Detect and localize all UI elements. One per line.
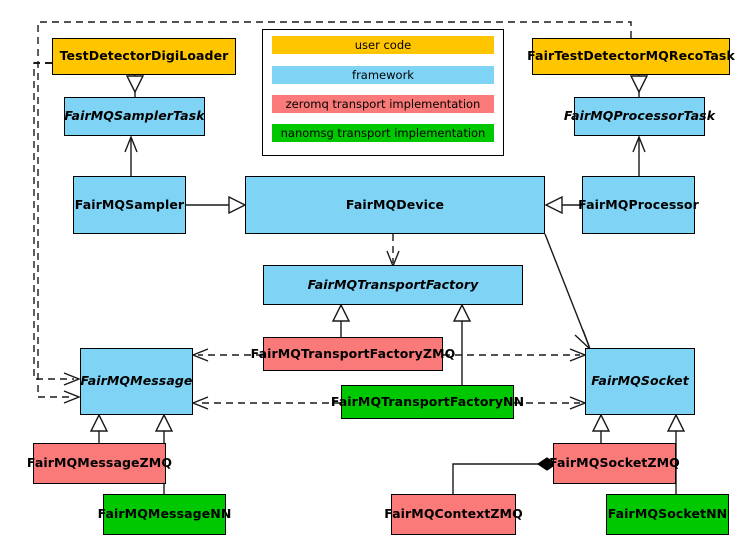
arrowhead-tfnn-message <box>191 396 209 410</box>
legend-item-framework: framework <box>272 66 494 84</box>
node-label: FairMQMessageZMQ <box>26 455 173 471</box>
arrowhead-recotask-processortask <box>629 75 649 94</box>
node-label: FairMQSocketZMQ <box>549 455 680 471</box>
node-fairmqtransportfactory[interactable]: FairMQTransportFactory <box>263 265 523 305</box>
arrowhead-processor-device <box>544 195 563 215</box>
node-fairmqmessagenn[interactable]: FairMQMessageNN <box>98 494 231 535</box>
edge-recotask-to-message <box>37 21 632 398</box>
arrowhead-messagezmq-message <box>89 413 109 432</box>
node-fairmqprocessor[interactable]: FairMQProcessor <box>578 176 699 234</box>
node-fairmqsampler[interactable]: FairMQSampler <box>73 176 186 234</box>
arrowhead-digiloader-to-message <box>63 372 81 386</box>
node-fairmqsocketnn[interactable]: FairMQSocketNN <box>606 494 729 535</box>
node-fairtestdetectormqrecotask[interactable]: FairTestDetectorMQRecoTask <box>527 38 735 75</box>
edge-contextzmq-socketzmq <box>452 463 538 494</box>
node-fairmqcontextzmq[interactable]: FairMQContextZMQ <box>384 494 523 535</box>
arrowhead-recotask-to-message <box>63 390 81 404</box>
node-label: FairMQSamplerTask <box>64 108 205 124</box>
node-testdetectordigiloader[interactable]: TestDetectorDigiLoader <box>52 38 236 75</box>
legend-item-user-code: user code <box>272 36 494 54</box>
node-label: FairMQTransportFactoryZMQ <box>250 345 456 361</box>
node-fairmqsamplertask[interactable]: FairMQSamplerTask <box>64 97 205 136</box>
legend-item-label: nanomsg transport implementation <box>280 126 486 140</box>
arrowhead-digiloader-samplertask <box>125 75 145 94</box>
arrowhead-socketzmq-socket <box>591 413 611 432</box>
edge-device-socket <box>544 233 590 347</box>
node-label: FairMQTransportFactoryNN <box>330 393 525 409</box>
legend-item-label: zeromq transport implementation <box>285 97 481 111</box>
node-fairmqmessage[interactable]: FairMQMessage <box>80 348 193 415</box>
node-label: FairMQTransportFactory <box>307 276 479 292</box>
legend-item-label: framework <box>352 68 414 82</box>
node-label: FairMQMessageNN <box>97 506 232 522</box>
node-label: FairMQDevice <box>345 196 445 212</box>
node-label: FairTestDetectorMQRecoTask <box>527 48 735 64</box>
node-fairmqtransportfactoryzmq[interactable]: FairMQTransportFactoryZMQ <box>251 337 455 371</box>
node-label: FairMQSocket <box>591 373 689 389</box>
node-fairmqdevice[interactable]: FairMQDevice <box>245 176 545 234</box>
node-fairmqsocket[interactable]: FairMQSocket <box>585 348 695 415</box>
arrowhead-tfzmq-tf <box>331 303 351 322</box>
node-fairmqmessagezmq[interactable]: FairMQMessageZMQ <box>27 443 172 484</box>
node-label: FairMQProcessor <box>578 196 699 212</box>
node-label: TestDetectorDigiLoader <box>59 48 229 64</box>
node-fairmqtransportfactorynn[interactable]: FairMQTransportFactoryNN <box>331 385 524 419</box>
arrowhead-messagenn-message <box>154 413 174 432</box>
node-label: FairMQMessage <box>80 373 193 389</box>
legend-item-nanomsg: nanomsg transport implementation <box>272 124 494 142</box>
node-fairmqprocessortask[interactable]: FairMQProcessorTask <box>564 97 715 136</box>
legend-item-zeromq: zeromq transport implementation <box>272 95 494 113</box>
arrowhead-sampler-device <box>228 195 247 215</box>
edge-digiloader-to-message-main <box>33 62 74 380</box>
node-label: FairMQSampler <box>74 196 185 212</box>
arrowhead-sampler-samplertask <box>124 135 138 153</box>
arrowhead-tfzmq-message <box>191 348 209 362</box>
arrowhead-device-socket <box>574 329 591 350</box>
arrowhead-processor-processortask <box>632 135 646 153</box>
node-label: FairMQSocketNN <box>607 506 728 522</box>
legend-item-label: user code <box>354 38 412 52</box>
arrowhead-tfnn-tf <box>452 303 472 322</box>
node-label: FairMQProcessorTask <box>563 108 716 124</box>
node-fairmqsocketzmq[interactable]: FairMQSocketZMQ <box>549 443 680 484</box>
node-label: FairMQContextZMQ <box>384 506 523 522</box>
arrowhead-socketnn-socket <box>666 413 686 432</box>
